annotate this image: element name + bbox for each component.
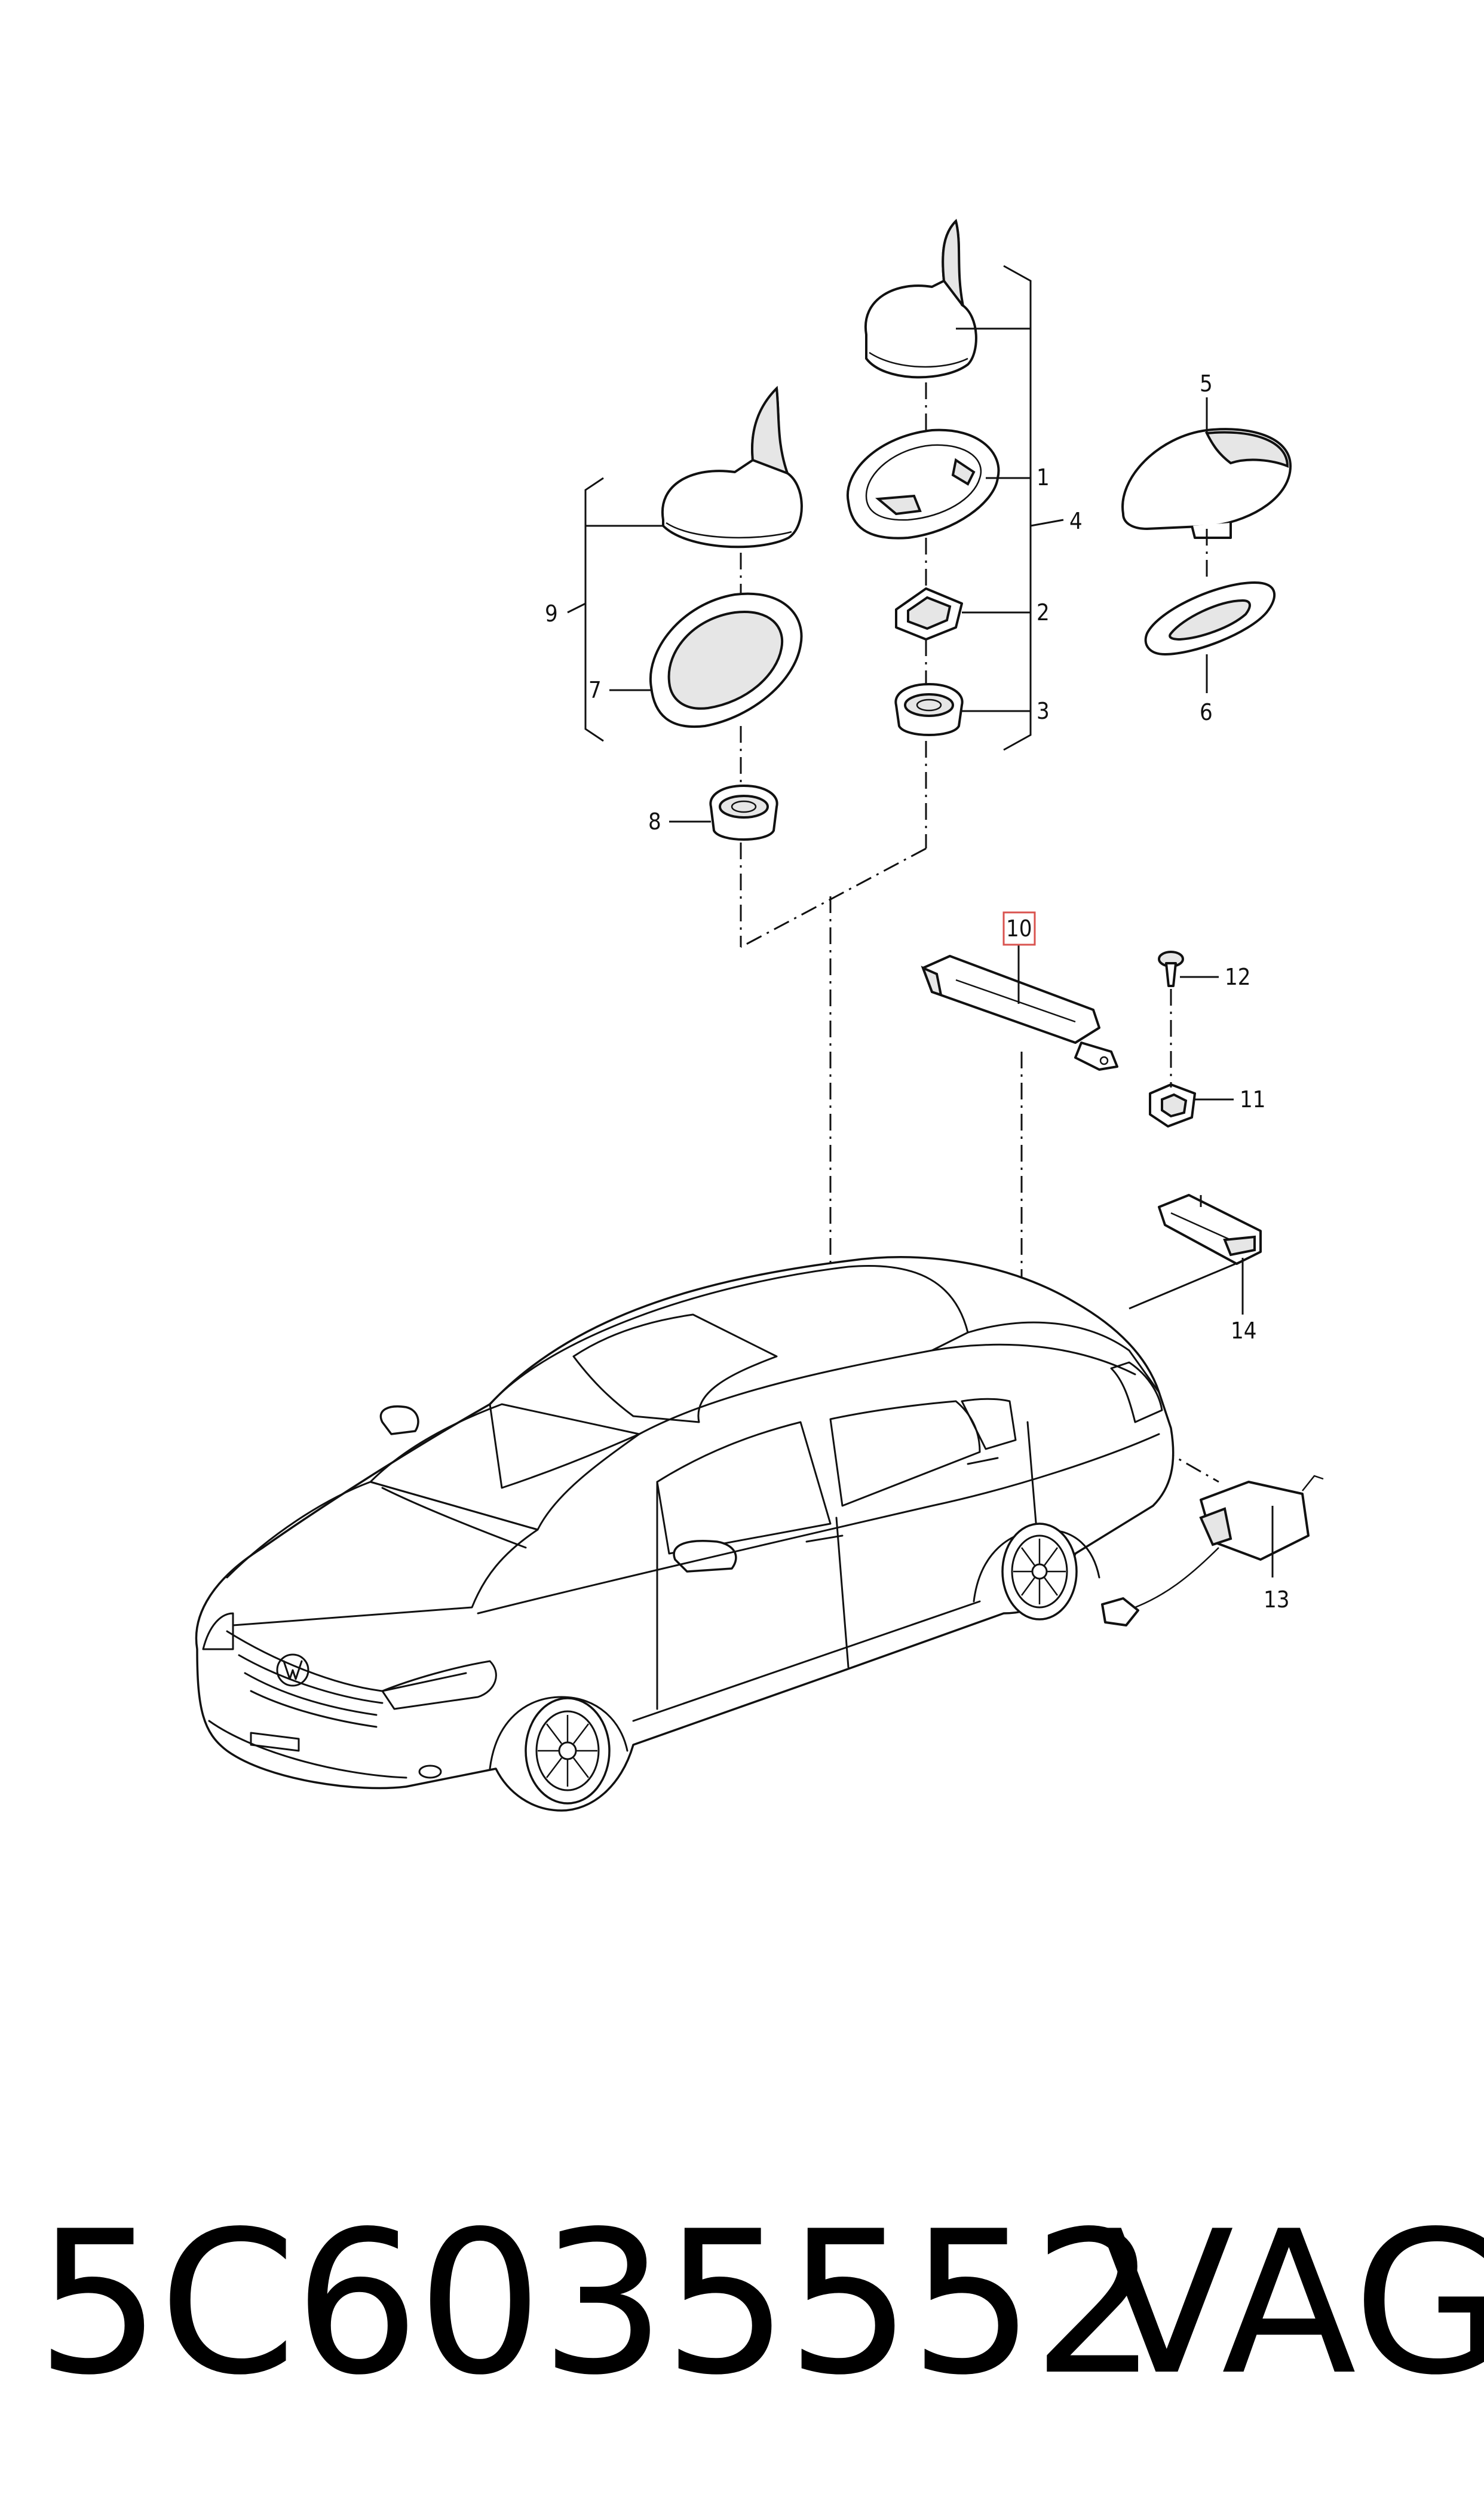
screw-12 [1158,951,1184,987]
antenna-nut-3 [894,683,964,736]
gasket-6 [1144,581,1276,655]
callout-5: 5 [1200,370,1213,397]
antenna-base-seal-1 [846,428,1000,540]
callout-labels: 1 2 3 4 5 6 7 8 9 10 11 12 13 14 [545,370,1290,1613]
shark-fin-antenna-cover-9 [661,385,803,549]
shark-fin-antenna-cover-4 [864,219,977,379]
callout-11: 11 [1240,1086,1266,1113]
callout-4: 4 [1069,508,1083,534]
callout-12: 12 [1225,964,1251,990]
callout-7: 7 [588,677,602,703]
callout-13: 13 [1264,1586,1290,1613]
callout-10: 10 [1006,915,1032,942]
callout-14: 14 [1231,1318,1257,1344]
leader-lines [567,265,1274,1577]
callout-10-highlight-box [1002,911,1036,946]
brand-label: VAG [1099,2189,1484,2418]
antenna-cover-5 [1121,428,1292,539]
callout-1: 1 [1037,464,1050,491]
clip-nut-11 [1149,1083,1196,1128]
cable-module-13 [1101,1475,1324,1626]
antenna-nut-8 [709,785,778,841]
gasket-2 [895,587,963,641]
antenna-module-14 [1158,1194,1262,1265]
callout-3: 3 [1037,698,1050,724]
car-sedan-outline [195,1256,1175,1812]
callout-6: 6 [1200,699,1213,725]
callout-8: 8 [648,808,661,835]
antenna-base-seal-7 [649,592,803,728]
callout-9: 9 [545,601,558,627]
antenna-amplifier-10 [921,955,1118,1071]
part-number-label: 5C6035552 [36,2189,1158,2418]
callout-2: 2 [1037,599,1050,626]
